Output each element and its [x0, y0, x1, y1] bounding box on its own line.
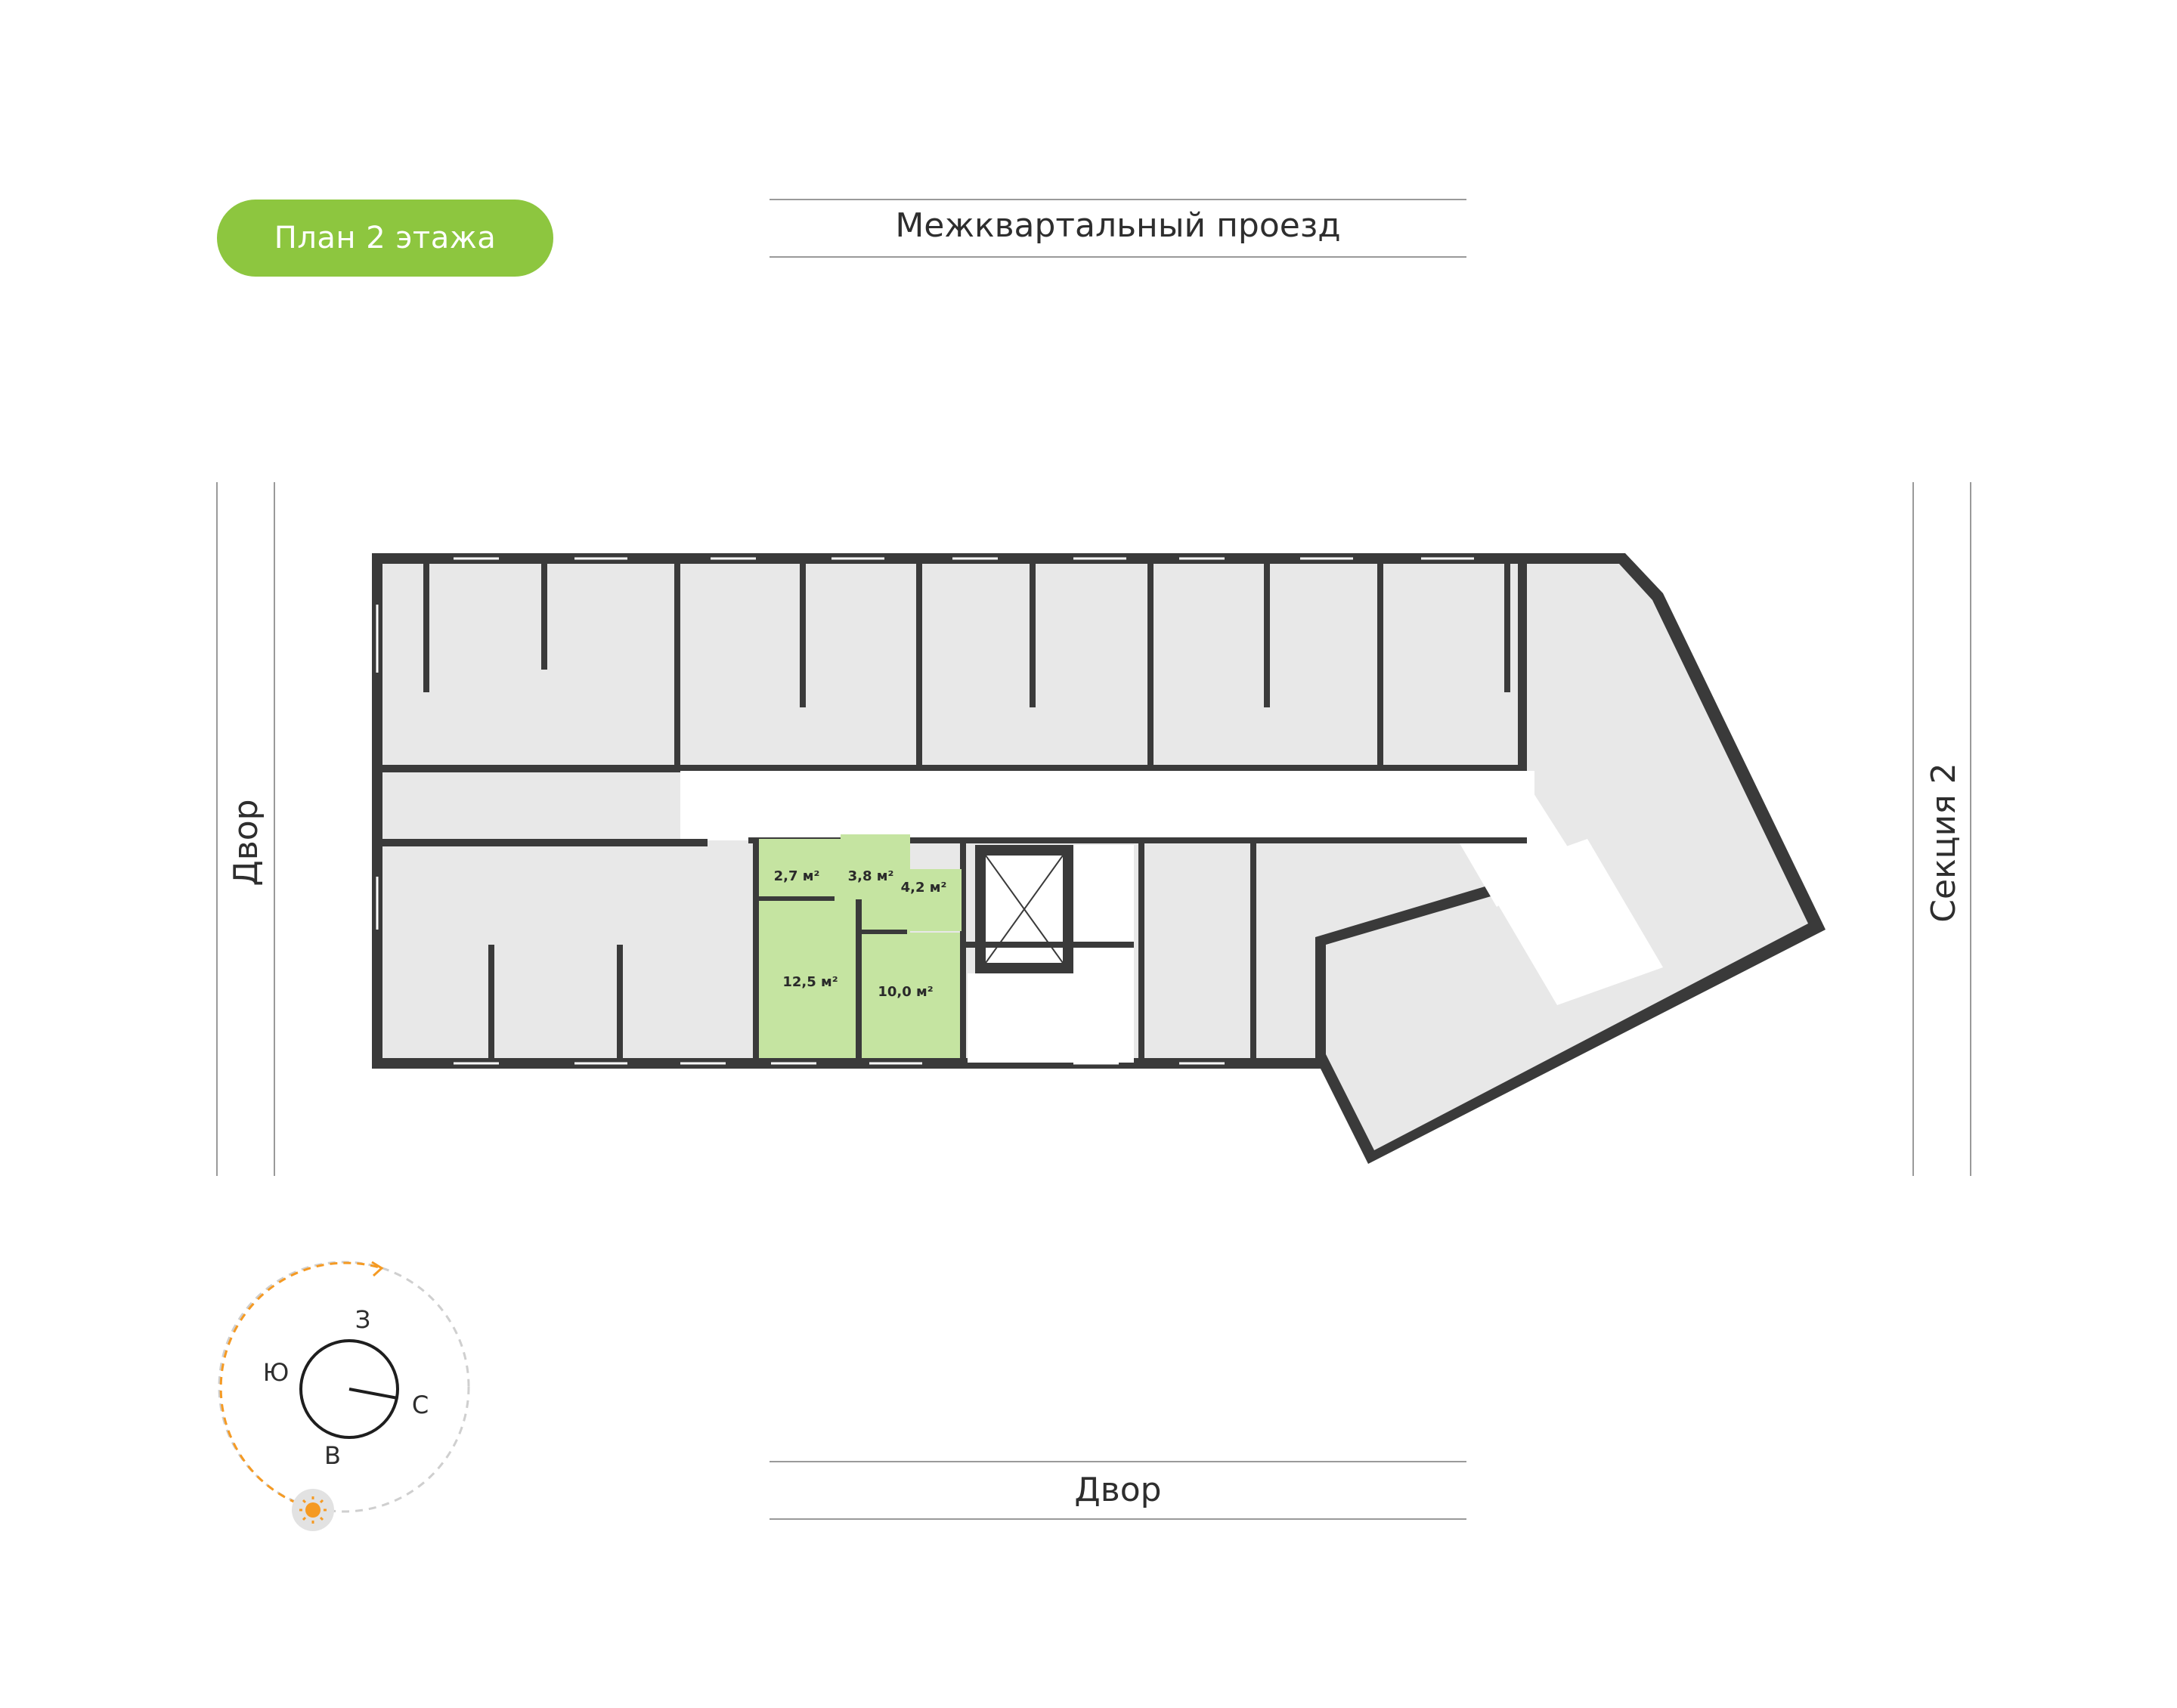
- street-left-frame: Двор: [216, 482, 275, 1176]
- plan-title-badge: План 2 этажа: [217, 200, 553, 277]
- compass-north: С: [412, 1391, 429, 1419]
- area-bedroom: 12,5 м²: [782, 974, 838, 990]
- corridor: [680, 771, 1663, 1005]
- street-bottom-frame: Двор: [770, 1461, 1466, 1520]
- plan-title: План 2 этажа: [274, 221, 497, 255]
- highlighted-apartment: 2,7 м² 3,8 м² 4,2 м² 12,5 м² 10,0 м²: [759, 834, 962, 1058]
- street-left-label: Двор: [227, 799, 265, 886]
- area-kitchen: 10,0 м²: [878, 984, 933, 1000]
- compass-west: З: [355, 1305, 371, 1334]
- street-top-frame: Межквартальный проезд: [770, 199, 1466, 258]
- compass-east: В: [324, 1441, 341, 1470]
- compass-south: Ю: [263, 1358, 290, 1387]
- facade-windows: [376, 557, 1474, 1065]
- area-bathroom: 4,2 м²: [901, 880, 947, 896]
- street-top-label: Межквартальный проезд: [895, 206, 1340, 245]
- street-right-label: Секция 2: [1925, 763, 1963, 922]
- street-bottom-label: Двор: [1074, 1471, 1161, 1509]
- stair-core: [968, 845, 1134, 1063]
- sun-icon: [292, 1489, 334, 1531]
- area-hall: 3,8 м²: [848, 868, 894, 884]
- street-right-frame: Секция 2: [1912, 482, 1971, 1176]
- compass-icon: З Ю С В: [218, 1261, 470, 1513]
- area-hallway: 2,7 м²: [774, 868, 820, 884]
